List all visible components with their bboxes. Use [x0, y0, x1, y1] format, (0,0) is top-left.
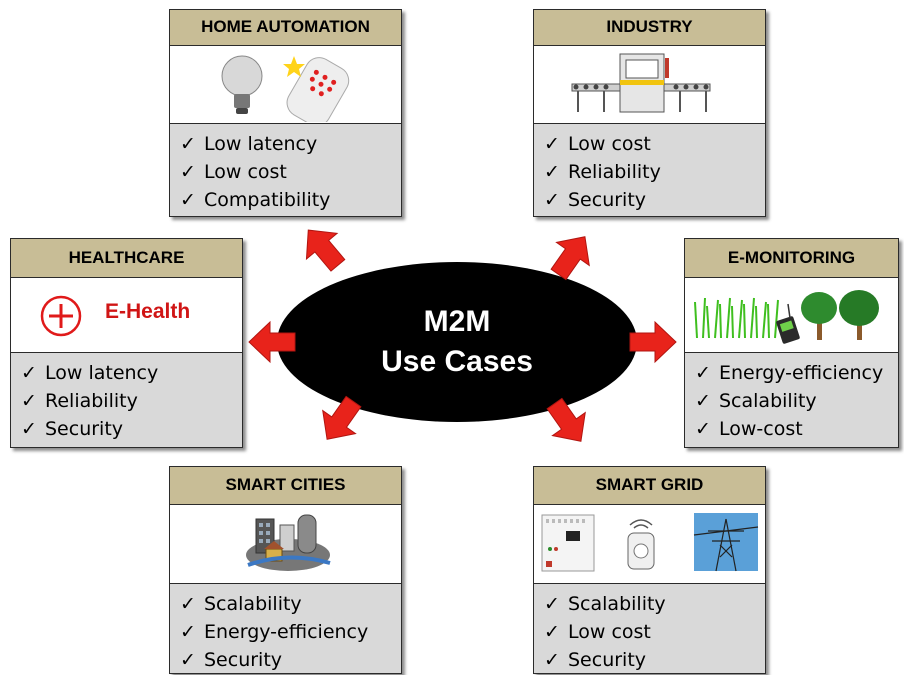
healthcare-image: E-Health: [11, 278, 242, 353]
card-healthcare: HEALTHCARE E-Health ✓Low latency ✓Reliab…: [10, 238, 243, 448]
card-title: E-MONITORING: [685, 239, 898, 278]
list-item: ✓Security: [180, 649, 283, 671]
card-title: HEALTHCARE: [11, 239, 242, 278]
card-smart-grid: SMART GRID ✓Scalability ✓Low cost ✓Secur…: [533, 466, 766, 674]
arrow-to-e-monitoring: [629, 320, 677, 364]
requirements-list: ✓Low latency ✓Reliability ✓Security: [11, 353, 242, 443]
list-item: ✓Security: [21, 418, 124, 440]
arrow-to-healthcare: [248, 320, 296, 364]
card-industry: INDUSTRY ✓Low cost ✓Reliability ✓Securit…: [533, 9, 766, 217]
grass-sensor-trees-icon: [694, 290, 879, 344]
requirements-list: ✓Scalability ✓Energy-efficiency ✓Securit…: [170, 584, 401, 674]
requirements-list: ✓Low cost ✓Reliability ✓Security: [534, 124, 765, 214]
requirements-list: ✓Energy-efficiency ✓Scalability ✓Low-cos…: [685, 353, 898, 443]
e-health-icon: [40, 295, 82, 337]
m2m-use-cases-ellipse: M2M Use Cases: [277, 262, 637, 422]
e-monitoring-image: [685, 278, 898, 353]
card-title: SMART GRID: [534, 467, 765, 505]
list-item: ✓Low-cost: [695, 418, 803, 440]
card-title: INDUSTRY: [534, 10, 765, 46]
requirements-list: ✓Scalability ✓Low cost ✓Security: [534, 584, 765, 674]
card-smart-cities: SMART CITIES ✓Scalability ✓Energy-effici…: [169, 466, 402, 674]
list-item: ✓Energy-efficiency: [695, 362, 884, 384]
list-item: ✓Reliability: [544, 161, 661, 183]
list-item: ✓Low cost: [544, 133, 651, 155]
center-title-line1: M2M: [423, 305, 491, 338]
home-automation-image: [170, 46, 401, 124]
arrow-to-smart-grid: [546, 397, 586, 442]
meter-plug-pylon-icon: [541, 513, 759, 572]
card-home-automation: HOME AUTOMATION ✓Low latency ✓Low cost ✓…: [169, 9, 402, 217]
card-title: SMART CITIES: [170, 467, 401, 505]
e-health-label: E-Health: [105, 300, 191, 323]
lightbulb-remote-icon: [221, 55, 350, 122]
list-item: ✓Low latency: [21, 362, 159, 384]
center-title-line2: Use Cases: [381, 345, 533, 378]
list-item: ✓Energy-efficiency: [180, 621, 369, 643]
list-item: ✓Security: [544, 649, 647, 671]
list-item: ✓Scalability: [544, 593, 666, 615]
list-item: ✓Security: [544, 189, 647, 211]
industry-image: [534, 46, 765, 124]
list-item: ✓Compatibility: [180, 189, 331, 211]
card-title: HOME AUTOMATION: [170, 10, 401, 46]
arrow-to-industry: [550, 236, 590, 281]
list-item: ✓Scalability: [180, 593, 302, 615]
arrow-to-home-automation: [305, 229, 346, 272]
card-e-monitoring: E-MONITORING ✓Energy-efficiency ✓Scalabi…: [684, 238, 899, 448]
list-item: ✓Reliability: [21, 390, 138, 412]
list-item: ✓Scalability: [695, 390, 817, 412]
list-item: ✓Low cost: [544, 621, 651, 643]
smart-grid-image: [534, 505, 765, 584]
city-buildings-icon: [246, 514, 331, 571]
requirements-list: ✓Low latency ✓Low cost ✓Compatibility: [170, 124, 401, 214]
arrow-to-smart-cities: [322, 395, 362, 440]
list-item: ✓Low latency: [180, 133, 318, 155]
smart-cities-image: [170, 505, 401, 584]
list-item: ✓Low cost: [180, 161, 287, 183]
conveyor-machine-icon: [571, 53, 711, 113]
